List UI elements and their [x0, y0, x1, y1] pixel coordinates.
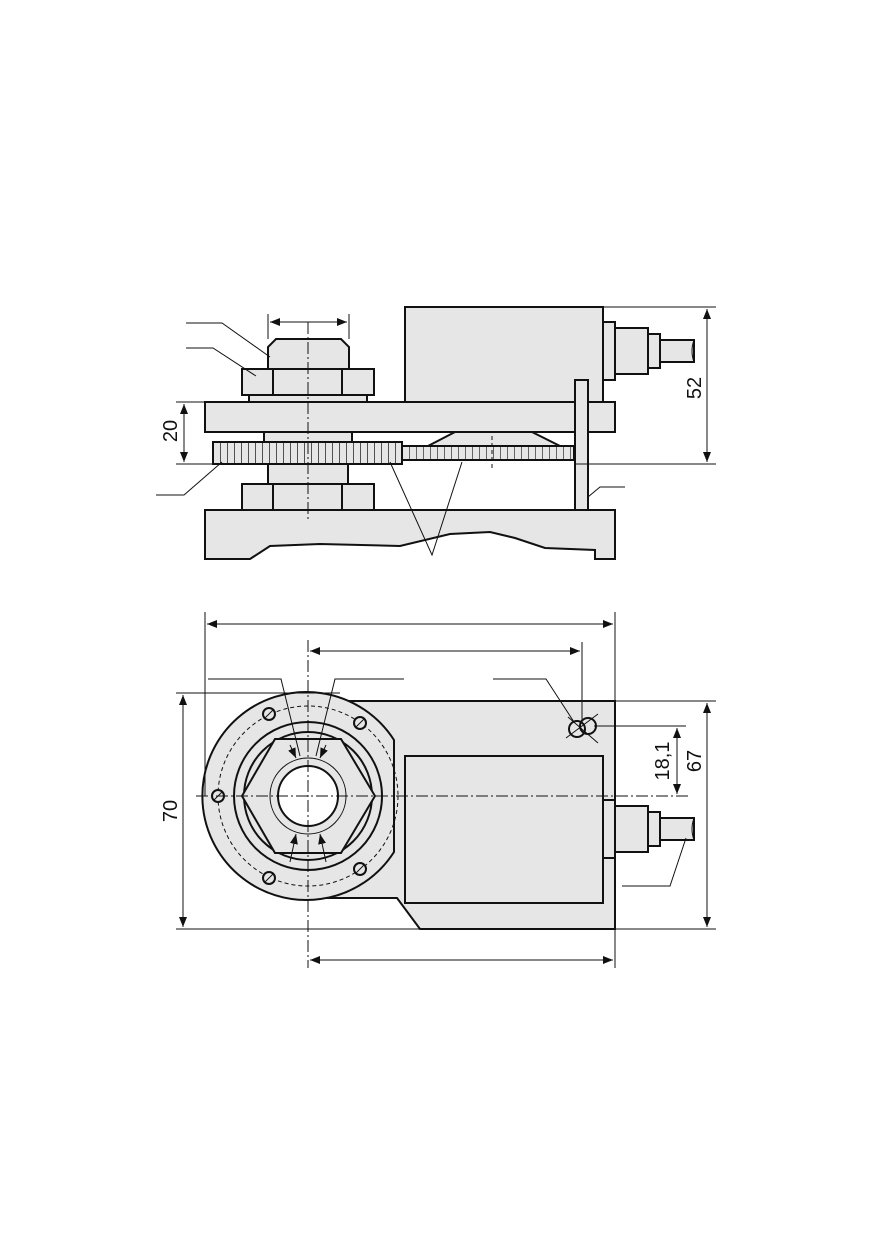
dim-hole-offset: 18,1 — [652, 742, 674, 781]
side-view: 20 52 — [156, 306, 716, 560]
screw-2 — [262, 707, 276, 721]
pinion-hub — [427, 431, 561, 447]
dim-body-height: 67 — [684, 750, 706, 772]
dim-height-total: 52 — [684, 377, 706, 399]
sensor-bracket — [574, 379, 589, 511]
small-gear — [401, 445, 575, 461]
cable-plan — [659, 817, 695, 841]
dim-height-70: 70 — [160, 800, 182, 822]
connector-nut — [647, 333, 661, 369]
motor-housing — [404, 306, 604, 403]
motor-housing-plan — [404, 755, 604, 904]
plan-view: 70 67 18,1 — [160, 612, 716, 968]
connector-flange — [602, 321, 616, 381]
base-block — [204, 509, 616, 560]
connector-nut-plan — [647, 811, 661, 847]
screw-3 — [353, 716, 367, 730]
mounting-plate — [204, 401, 616, 433]
cable — [659, 339, 695, 363]
screw-4 — [262, 871, 276, 885]
connector-body-plan — [614, 805, 649, 853]
connector-flange-plan — [602, 799, 616, 859]
connector-body — [614, 327, 649, 375]
dim-gear-height: 20 — [160, 420, 182, 442]
screw-5 — [353, 862, 367, 876]
